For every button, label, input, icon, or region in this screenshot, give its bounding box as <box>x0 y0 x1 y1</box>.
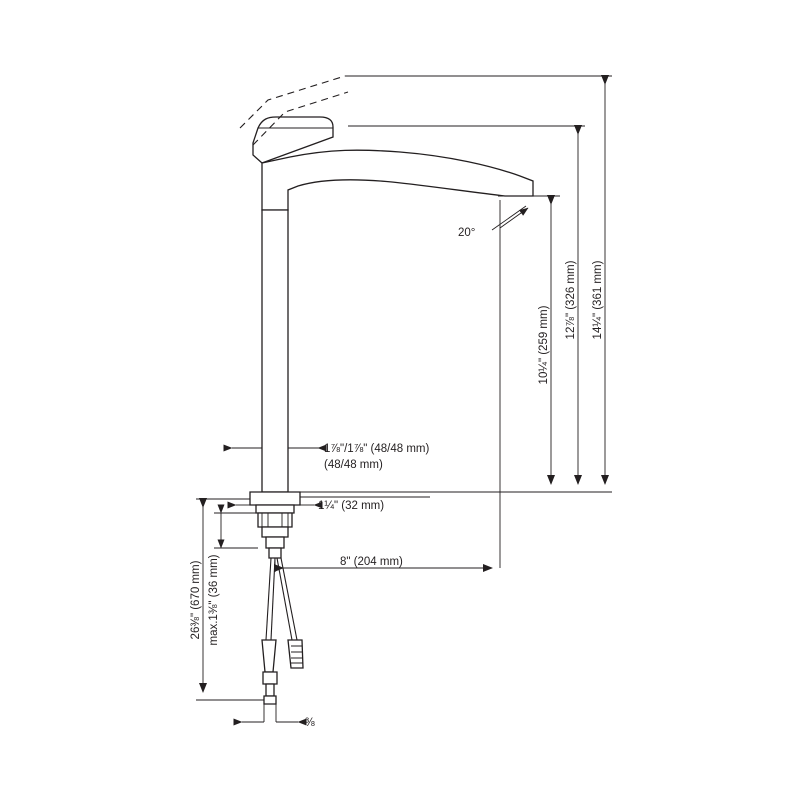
label-hose-length: 26⅜" (670 mm) <box>190 560 202 639</box>
label-thread-size: ⅜ <box>305 717 315 729</box>
label-spout-angle: 20° <box>458 227 475 239</box>
faucet-product-outline <box>249 116 534 705</box>
label-spout-outlet-height: 10¼" (259 mm) <box>538 305 550 384</box>
label-body-width: 1⅞"/1⅞" (48/48 mm) <box>324 443 429 455</box>
label-spout-reach: 8" (204 mm) <box>340 556 403 568</box>
label-spout-top-height: 12⅞" (326 mm) <box>565 260 577 339</box>
extension-lines <box>196 75 612 722</box>
label-overall-height: 14¼" (361 mm) <box>592 260 604 339</box>
label-base-diameter: 1¼" (32 mm) <box>318 500 384 512</box>
dimension-lines <box>199 75 609 726</box>
label-body-width-mm: (48/48 mm) <box>324 459 383 471</box>
label-max-deck-thickness: max.1⅜" (36 mm) <box>208 554 220 645</box>
